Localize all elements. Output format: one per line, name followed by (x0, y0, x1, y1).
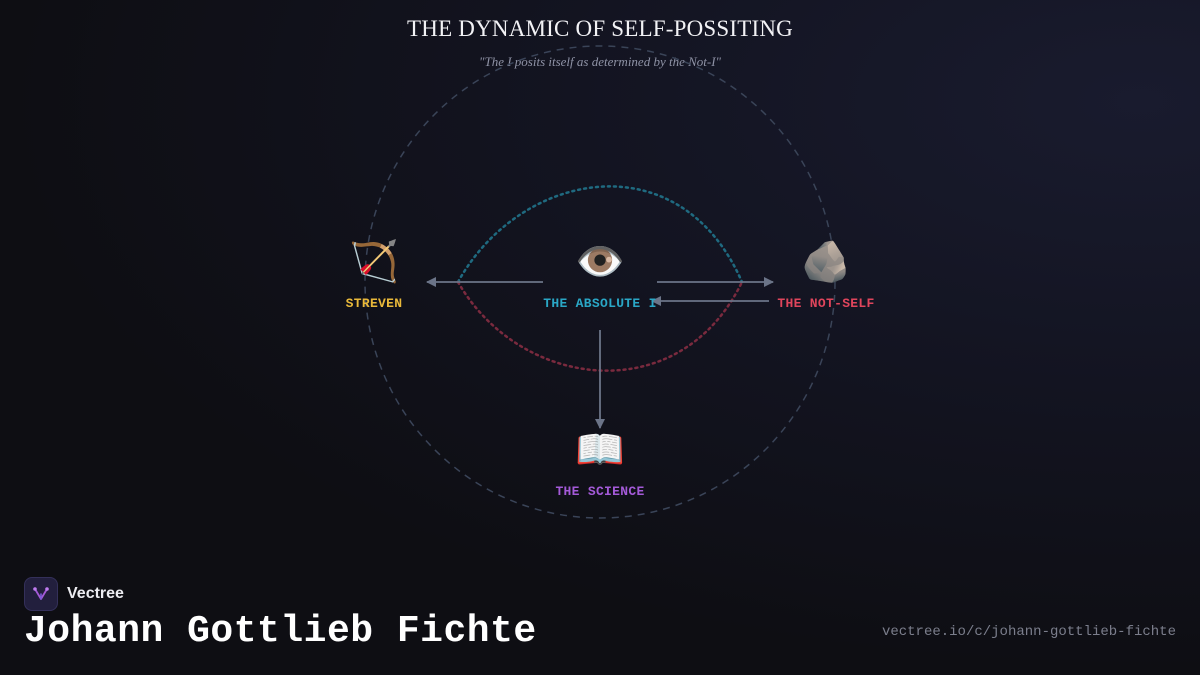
node-streven-label: STREVEN (345, 296, 403, 311)
source-url-link[interactable]: vectree.io/c/johann-gottlieb-fichte (881, 624, 1176, 640)
node-not-self: 🪨 THE NOT-SELF (746, 240, 906, 311)
vectree-logo-icon (24, 577, 58, 611)
node-not-self-label: THE NOT-SELF (777, 296, 875, 311)
node-streven: 🏹 STREVEN (294, 240, 454, 311)
open-book-icon: 📖 (575, 427, 625, 473)
rock-icon: 🪨 (801, 239, 851, 285)
diagram-subtitle: "The I posits itself as determined by th… (479, 54, 721, 69)
node-absolute-i-label: THE ABSOLUTE I (543, 296, 657, 311)
bow-and-arrow-icon: 🏹 (349, 239, 399, 285)
outer-orbit-circle (364, 45, 836, 519)
diagram-title: THE DYNAMIC OF SELF-POSSITING (407, 16, 793, 41)
brand[interactable]: Vectree (24, 577, 124, 611)
eye-icon: 👁️ (575, 239, 625, 285)
node-science-label: THE SCIENCE (555, 484, 645, 499)
brand-name: Vectree (67, 585, 124, 602)
node-absolute-i: 👁️ THE ABSOLUTE I (520, 240, 680, 311)
upper-dotted-arc (456, 185, 744, 284)
node-science: 📖 THE SCIENCE (520, 428, 680, 499)
person-name-heading: Johann Gottlieb Fichte (24, 610, 537, 653)
